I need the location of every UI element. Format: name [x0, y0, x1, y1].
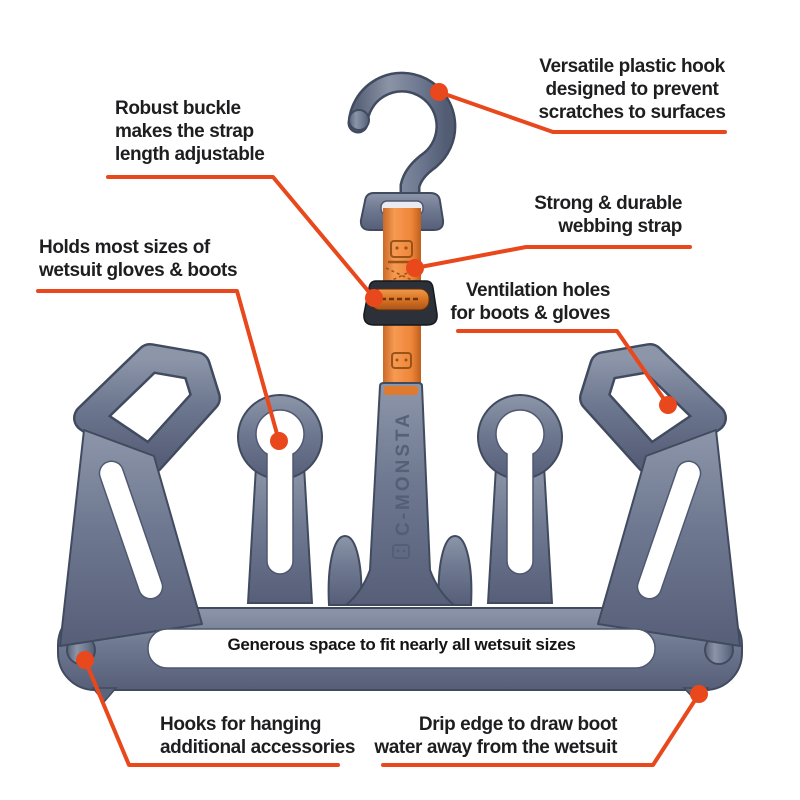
- callout-dot-strap: [406, 259, 424, 277]
- note-drip-edge-line-2: water away from the wetsuit: [374, 737, 617, 758]
- callout-dot-accessory-hooks: [76, 651, 94, 669]
- note-buckle-line-2: makes the strap: [115, 121, 254, 142]
- callout-line-buckle: [106, 175, 376, 300]
- hook-tip-knob: [348, 109, 370, 131]
- note-ventilation-line-1: Ventilation holes: [465, 280, 611, 301]
- stem-shape: [343, 382, 457, 606]
- hook-spine: [350, 74, 454, 207]
- hanger-hook: [347, 71, 457, 231]
- callout-line-ventilation: [456, 329, 670, 407]
- callout-dot-gloves: [270, 432, 288, 450]
- note-space: Generous space to fit nearly all wetsuit…: [148, 633, 655, 656]
- hanger-body: C-MONSTA: [57, 343, 743, 704]
- right-half: [437, 343, 741, 647]
- left-glove-bulb: [237, 394, 323, 604]
- note-drip-edge: Drip edge to draw boot water away from t…: [374, 713, 617, 759]
- callout-dot-buckle: [365, 289, 383, 307]
- brand-embossed-text: C-MONSTA: [393, 411, 414, 536]
- note-accessory-hooks: Hooks for hanging additional accessories: [160, 713, 355, 759]
- cam-buckle: [363, 280, 438, 326]
- note-ventilation: Ventilation holes for boots & gloves: [450, 279, 610, 325]
- callouts: [36, 90, 727, 767]
- callout-line-hook: [437, 90, 727, 134]
- note-strap-line-2: webbing strap: [558, 216, 682, 237]
- callout-dot-ventilation: [659, 396, 677, 414]
- note-hook-line-3: scratches to surfaces: [538, 102, 726, 123]
- webbing-strap: [363, 208, 438, 388]
- wave-spike: [327, 534, 363, 606]
- right-glove-bulb: [477, 394, 563, 604]
- note-ventilation-line-2: for boots & gloves: [450, 303, 610, 324]
- wave-spike: [437, 534, 473, 606]
- callout-line-drip-edge: [381, 692, 701, 767]
- note-strap-line-1: Strong & durable: [534, 193, 682, 214]
- note-hook: Versatile plastic hook designed to preve…: [502, 55, 762, 124]
- callout-line-gloves: [36, 289, 281, 443]
- callout-dot-hook: [430, 83, 448, 101]
- note-gloves: Holds most sizes of wetsuit gloves & boo…: [39, 236, 238, 282]
- bar-slot: [147, 628, 656, 669]
- note-gloves-line-2: wetsuit gloves & boots: [39, 260, 238, 281]
- note-gloves-line-1: Holds most sizes of: [39, 237, 210, 258]
- bulb-hole-clean: [497, 411, 543, 457]
- stem-brand-logo: [392, 544, 410, 559]
- note-drip-edge-line-1: Drip edge to draw boot: [418, 714, 617, 735]
- note-accessory-hooks-line-2: additional accessories: [160, 737, 356, 758]
- right-arm-slot: [636, 460, 702, 600]
- note-space-line-1: Generous space to fit nearly all wetsuit…: [227, 635, 576, 654]
- note-hook-line-1: Versatile plastic hook: [539, 56, 725, 77]
- note-buckle: Robust buckle makes the strap length adj…: [115, 97, 265, 166]
- strap-stamp-bottom: [391, 352, 412, 369]
- note-strap: Strong & durable webbing strap: [534, 192, 682, 238]
- callout-line-accessory-hooks: [83, 658, 340, 767]
- left-arm-slot: [98, 460, 164, 600]
- callout-dots: [76, 83, 708, 703]
- callout-line-strap: [413, 245, 692, 270]
- note-buckle-line-1: Robust buckle: [115, 98, 241, 119]
- note-hook-line-2: designed to prevent: [545, 79, 719, 100]
- callout-dot-drip-edge: [690, 685, 708, 703]
- note-buckle-line-3: length adjustable: [115, 144, 265, 165]
- center-stem: C-MONSTA: [343, 382, 457, 606]
- note-accessory-hooks-line-1: Hooks for hanging: [160, 714, 322, 735]
- stem-strap-window: [384, 386, 418, 395]
- left-half: [59, 343, 363, 647]
